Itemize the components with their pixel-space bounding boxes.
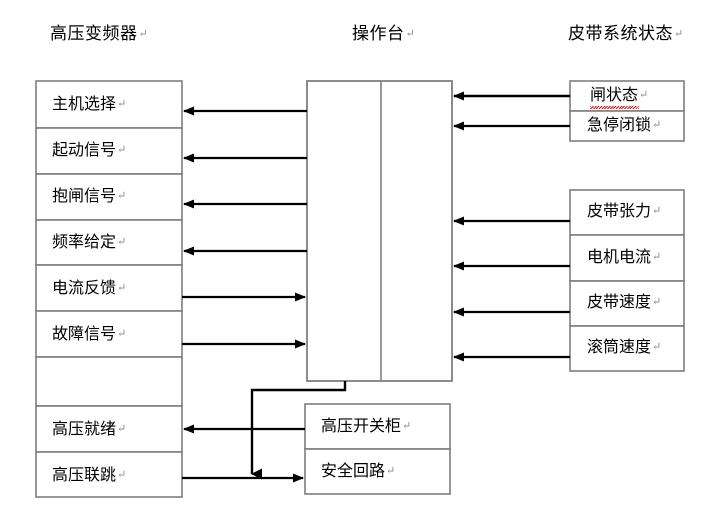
group-title-vfd: 高压变频器↵ bbox=[50, 25, 148, 42]
pilcrow-mark: ↵ bbox=[138, 28, 148, 40]
pilcrow-mark: ↵ bbox=[402, 420, 412, 432]
group-title-console: 操作台↵ bbox=[352, 25, 415, 42]
connector-belt-to-console bbox=[453, 91, 570, 362]
cell-belt-estop-interlock[interactable]: 急停闭锁↵ bbox=[587, 118, 661, 134]
group-title-vfd-text: 高压变频器 bbox=[50, 24, 138, 43]
connector-console-to-vfd bbox=[183, 106, 307, 256]
group-title-belt-text: 皮带系统状态 bbox=[568, 24, 673, 43]
cell-drum-speed[interactable]: 滚筒速度↵ bbox=[587, 340, 661, 356]
cell-label-text: 高压联跳 bbox=[52, 467, 117, 484]
cell-safety-loop[interactable]: 安全回路↵ bbox=[321, 464, 395, 480]
cell-hv-switchgear[interactable]: 高压开关柜↵ bbox=[321, 419, 411, 435]
cell-vfd-frequency-setpoint[interactable]: 频率给定↵ bbox=[52, 235, 126, 251]
left-column-box bbox=[35, 80, 183, 498]
pilcrow-mark: ↵ bbox=[674, 28, 684, 40]
cell-label-text: 急停闭锁 bbox=[587, 117, 652, 134]
cell-label-text: 电机电流 bbox=[587, 249, 652, 266]
cell-belt-brake-status[interactable]: 闸状态↵ bbox=[590, 88, 648, 104]
cell-label-text: 高压开关柜 bbox=[321, 418, 402, 435]
cell-label-text: 电流反馈 bbox=[52, 280, 117, 297]
pilcrow-mark: ↵ bbox=[117, 469, 127, 481]
right-top-group-box bbox=[569, 80, 685, 142]
cell-label-text: 起动信号 bbox=[52, 142, 117, 159]
pilcrow-mark: ↵ bbox=[117, 144, 127, 156]
center-console-box bbox=[306, 80, 453, 382]
cell-label-text: 主机选择 bbox=[52, 96, 117, 113]
right-bottom-group-box bbox=[569, 189, 685, 372]
group-title-belt: 皮带系统状态↵ bbox=[568, 25, 683, 42]
cell-vfd-hv-trip[interactable]: 高压联跳↵ bbox=[52, 468, 126, 484]
cell-vfd-fault-signal[interactable]: 故障信号↵ bbox=[52, 327, 126, 343]
pilcrow-mark: ↵ bbox=[639, 89, 649, 101]
cell-label-text: 安全回路 bbox=[321, 463, 386, 480]
pilcrow-mark: ↵ bbox=[117, 328, 127, 340]
cell-belt-motor-current[interactable]: 电机电流↵ bbox=[587, 250, 661, 266]
cell-vfd-start-signal[interactable]: 起动信号↵ bbox=[52, 143, 126, 159]
cell-vfd-hv-ready[interactable]: 高压就绪↵ bbox=[52, 422, 126, 438]
bottom-center-group-box bbox=[304, 403, 451, 495]
cell-vfd-host-select[interactable]: 主机选择↵ bbox=[52, 97, 126, 113]
pilcrow-mark: ↵ bbox=[652, 251, 662, 263]
cell-label-text: 皮带张力 bbox=[587, 203, 652, 220]
pilcrow-mark: ↵ bbox=[117, 282, 127, 294]
pilcrow-mark: ↵ bbox=[652, 119, 662, 131]
connector-console-to-safety-loop bbox=[250, 381, 347, 480]
pilcrow-mark: ↵ bbox=[117, 423, 127, 435]
pilcrow-mark: ↵ bbox=[405, 28, 415, 40]
pilcrow-mark: ↵ bbox=[117, 190, 127, 202]
cell-label-text: 滚筒速度 bbox=[587, 339, 652, 356]
cell-vfd-brake-signal[interactable]: 抱闸信号↵ bbox=[52, 189, 126, 205]
group-title-console-text: 操作台 bbox=[352, 24, 405, 43]
connector-vfd-to-console bbox=[182, 292, 306, 349]
pilcrow-mark: ↵ bbox=[652, 341, 662, 353]
cell-label-text: 高压就绪 bbox=[52, 421, 117, 438]
cell-vfd-current-feedback[interactable]: 电流反馈↵ bbox=[52, 281, 126, 297]
cell-vfd-empty[interactable] bbox=[52, 374, 53, 390]
cell-label-text: 故障信号 bbox=[52, 326, 117, 343]
pilcrow-mark: ↵ bbox=[652, 296, 662, 308]
pilcrow-mark: ↵ bbox=[386, 465, 396, 477]
cell-label-text: 闸状态 bbox=[590, 87, 639, 104]
cell-label-text: 抱闸信号 bbox=[52, 188, 117, 205]
pilcrow-mark: ↵ bbox=[117, 236, 127, 248]
cell-belt-tension[interactable]: 皮带张力↵ bbox=[587, 204, 661, 220]
cell-belt-speed[interactable]: 皮带速度↵ bbox=[587, 295, 661, 311]
cell-label-text: 皮带速度 bbox=[587, 294, 652, 311]
pilcrow-mark: ↵ bbox=[652, 205, 662, 217]
cell-label-text: 频率给定 bbox=[52, 234, 117, 251]
pilcrow-mark: ↵ bbox=[117, 98, 127, 110]
